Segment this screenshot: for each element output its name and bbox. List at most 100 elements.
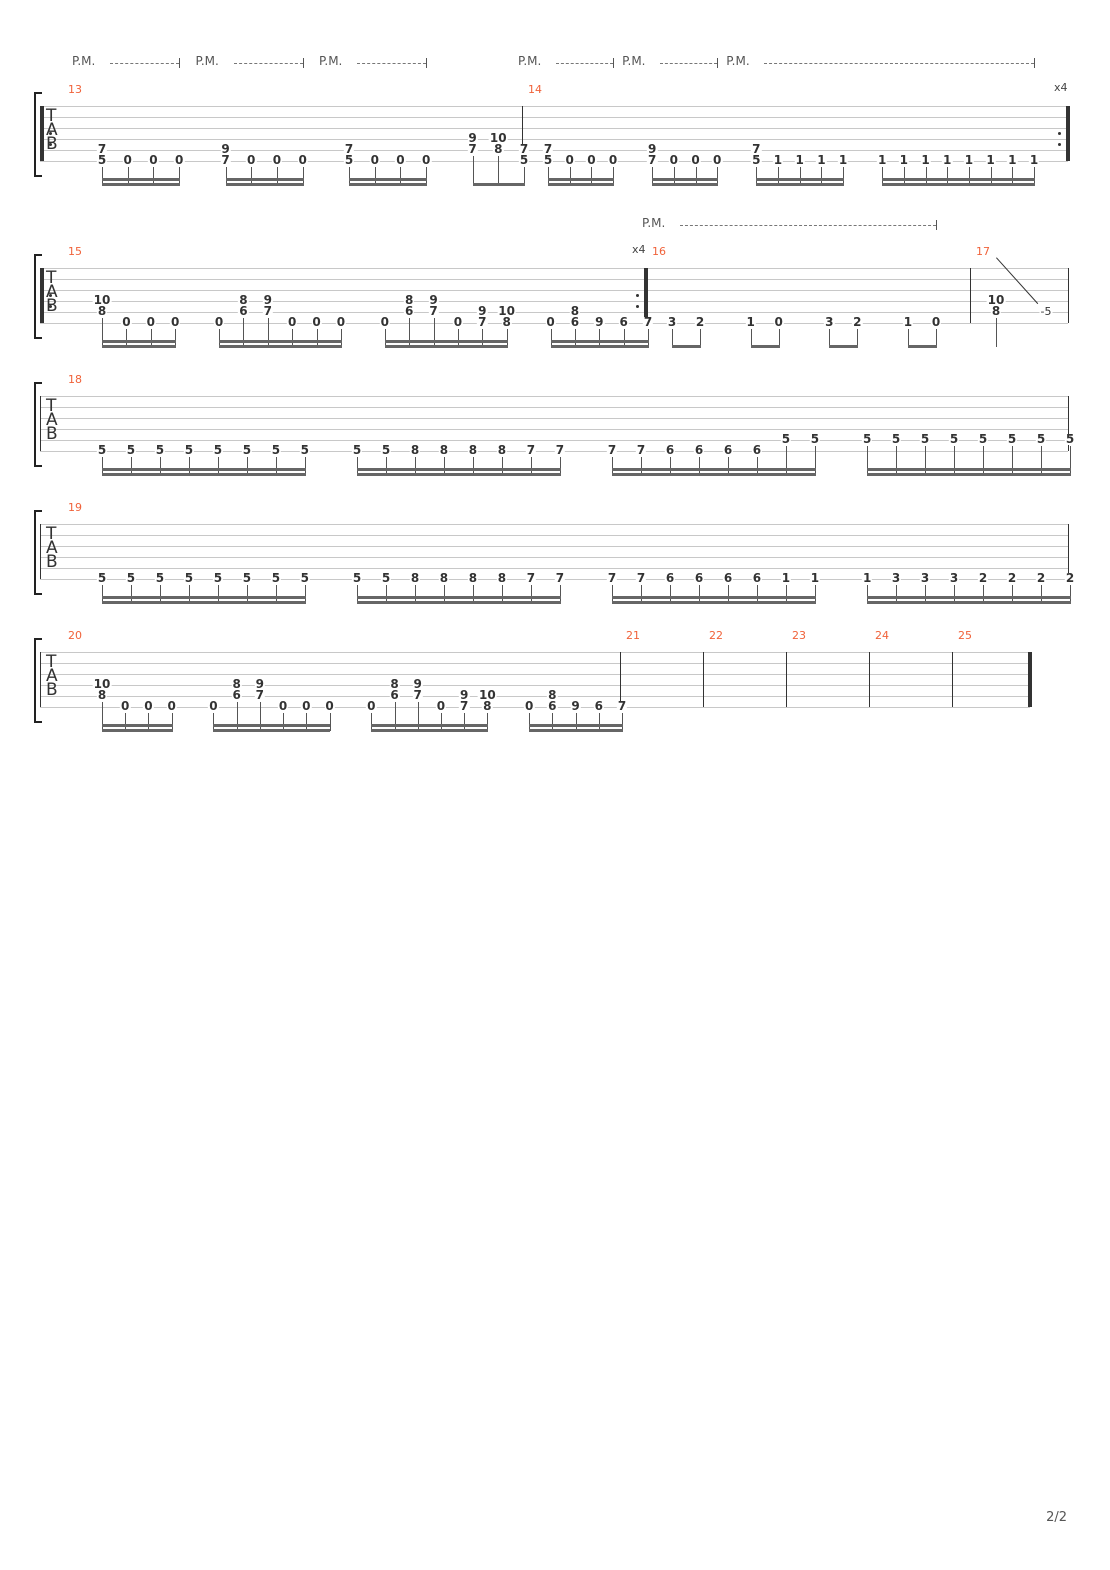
- repeat-dot: [49, 305, 52, 308]
- fret-number: 3: [919, 571, 931, 585]
- beam: [384, 340, 508, 343]
- note-stem: [302, 167, 304, 185]
- fret-number: 0: [286, 315, 298, 329]
- fret-number: 5: [518, 153, 530, 167]
- palm-mute-label: P.M.: [642, 216, 666, 230]
- measure-number: 22: [709, 629, 723, 642]
- note-stem: [150, 329, 152, 347]
- fret-number: 10: [986, 293, 1006, 307]
- system-bracket: [34, 382, 42, 467]
- note-stem: [472, 585, 474, 603]
- fret-number: 0: [213, 315, 225, 329]
- fret-number: 5: [809, 432, 821, 446]
- fret-number: 0: [145, 315, 156, 329]
- fret-number: 9: [467, 131, 478, 145]
- note-stem: [612, 457, 614, 475]
- note-stem: [217, 457, 219, 475]
- fret-number: 8: [482, 699, 493, 713]
- palm-mute-end: [426, 58, 428, 68]
- barline: [1068, 524, 1069, 579]
- note-stem: [591, 167, 593, 185]
- beam: [102, 178, 181, 181]
- measure-number: 18: [68, 373, 82, 386]
- beam: [907, 345, 937, 348]
- repeat-dot: [1058, 132, 1061, 135]
- fret-number: 7: [635, 443, 647, 457]
- fret-number: 7: [343, 142, 355, 156]
- fret-number: 0: [586, 153, 597, 167]
- repeat-dot: [49, 132, 52, 135]
- staff-line: [40, 685, 1030, 686]
- note-stem: [983, 585, 985, 603]
- fret-number: 5: [861, 432, 873, 446]
- fret-number: 8: [403, 293, 415, 307]
- fret-number: 7: [542, 142, 554, 156]
- staff-line: [40, 429, 1068, 430]
- repeat-dot: [636, 305, 639, 308]
- note-stem: [896, 446, 898, 475]
- fret-number: 5: [890, 432, 902, 446]
- beam: [357, 596, 561, 599]
- note-stem: [127, 167, 129, 185]
- barline: [703, 652, 704, 707]
- note-stem: [276, 167, 278, 185]
- staff-line: [40, 407, 1068, 408]
- note-stem: [130, 457, 132, 475]
- note-stem: [415, 585, 416, 603]
- beam: [357, 601, 561, 604]
- note-stem: [1012, 585, 1014, 603]
- staff-line: [40, 568, 1068, 569]
- fret-number: 0: [668, 153, 680, 167]
- fret-number: 1: [780, 571, 792, 585]
- note-stem: [778, 329, 780, 347]
- note-stem: [213, 713, 215, 731]
- measure-number: 19: [68, 501, 82, 514]
- staff-line: [40, 117, 1068, 118]
- fret-number: 5: [919, 432, 931, 446]
- note-stem: [501, 585, 503, 603]
- fret-number: 0: [297, 153, 308, 167]
- beam: [225, 183, 304, 186]
- note-stem: [1041, 585, 1043, 603]
- note-stem: [246, 457, 248, 475]
- staff-line: [40, 524, 1068, 525]
- staff-line: [40, 535, 1068, 536]
- staff-line: [40, 290, 1068, 291]
- fret-number: 6: [751, 443, 763, 457]
- fret-number: 9: [262, 293, 273, 307]
- beam: [384, 345, 508, 348]
- note-stem: [670, 585, 672, 603]
- fret-number: 7: [606, 571, 618, 585]
- beam: [548, 178, 615, 181]
- fret-number: 7: [220, 153, 231, 167]
- fret-number: 5: [351, 443, 363, 457]
- fret-number: 5: [1064, 432, 1076, 446]
- note-stem: [283, 713, 285, 731]
- fret-number: 0: [143, 699, 154, 713]
- staff-line: [40, 674, 1030, 675]
- fret-number: 5: [1006, 432, 1018, 446]
- fret-number: 0: [277, 699, 289, 713]
- fret-number: 0: [271, 153, 283, 167]
- note-stem: [487, 713, 489, 731]
- measure-number: 23: [792, 629, 806, 642]
- fret-number: 10: [497, 304, 516, 318]
- beam: [652, 183, 719, 186]
- note-stem: [524, 167, 525, 185]
- note-stem: [968, 167, 970, 185]
- note-stem: [340, 329, 342, 347]
- staff-line: [40, 106, 1068, 107]
- measure-number: 16: [652, 245, 666, 258]
- fret-number: 9: [458, 688, 470, 702]
- fret-number: 0: [435, 699, 447, 713]
- beam: [102, 345, 177, 348]
- beam: [750, 345, 780, 348]
- fret-number: 5: [270, 443, 282, 457]
- fret-number: 6: [693, 571, 705, 585]
- system-bracket: [34, 254, 42, 339]
- beam: [756, 183, 845, 186]
- fret-number: 7: [554, 443, 566, 457]
- note-stem: [717, 167, 719, 185]
- note-stem: [1012, 446, 1014, 475]
- fret-number: 5: [351, 571, 363, 585]
